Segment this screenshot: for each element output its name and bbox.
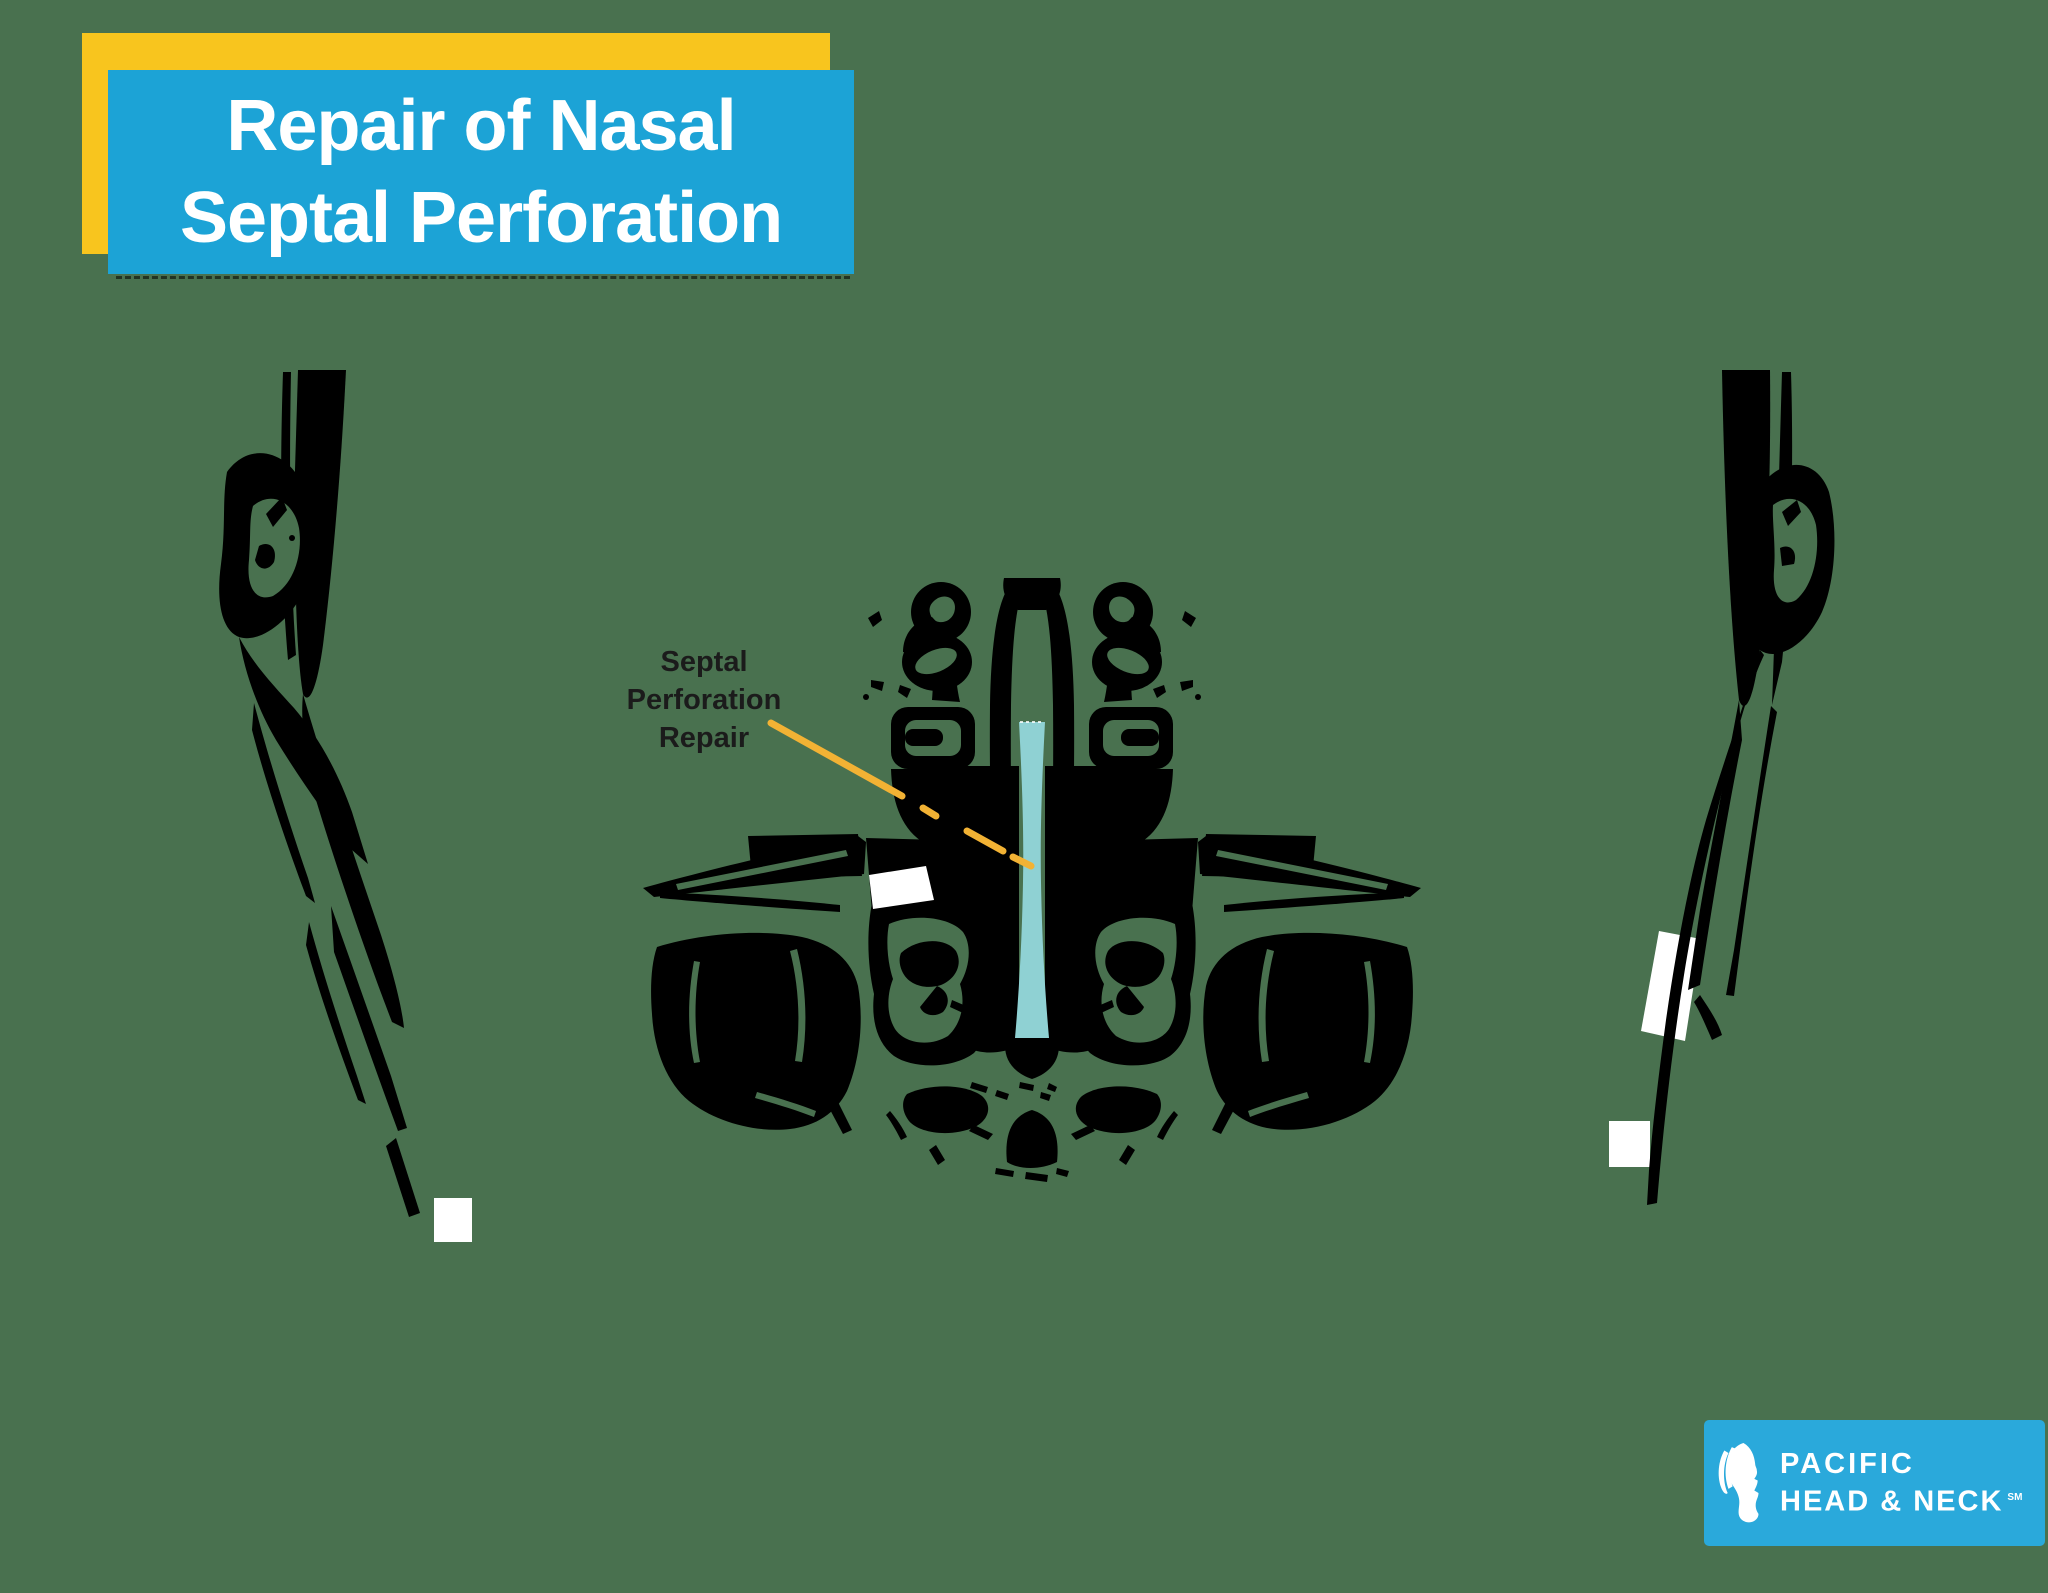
left-figure-graft-patch [434,1198,472,1242]
logo-line-1: PACIFIC [1780,1447,1915,1480]
septal-repair-graft-strip [1015,722,1049,1038]
central-cross-section-illustration [643,578,1421,1182]
page-title-line-2: Septal Perforation [179,178,783,258]
central-graft-patch [869,866,934,909]
right-figure-ink [1647,370,1835,1205]
left-lateral-septum-figure [219,370,472,1242]
cross-section-right-half [1041,582,1421,1165]
left-figure-ink [219,370,420,1217]
right-lateral-septum-figure [1609,370,1835,1205]
annotation-pointer-line [767,719,1035,870]
label-line-1: Septal [660,646,748,678]
label-line-2: Perforation [626,684,782,716]
right-figure-graft-patch-small [1609,1121,1650,1167]
logo-line-2-text: HEAD & NECK [1780,1485,2004,1518]
label-line-3: Repair [658,722,750,754]
face-profile-icon [1718,1443,1759,1523]
page-title-line-1: Repair of Nasal [226,86,736,166]
septal-perforation-repair-label: Septal Perforation Repair [613,643,795,757]
logo-service-mark: SM [2007,1491,2023,1503]
title-banner: Repair of Nasal Septal Perforation [108,70,854,279]
septum-center-pieces [970,578,1069,1182]
